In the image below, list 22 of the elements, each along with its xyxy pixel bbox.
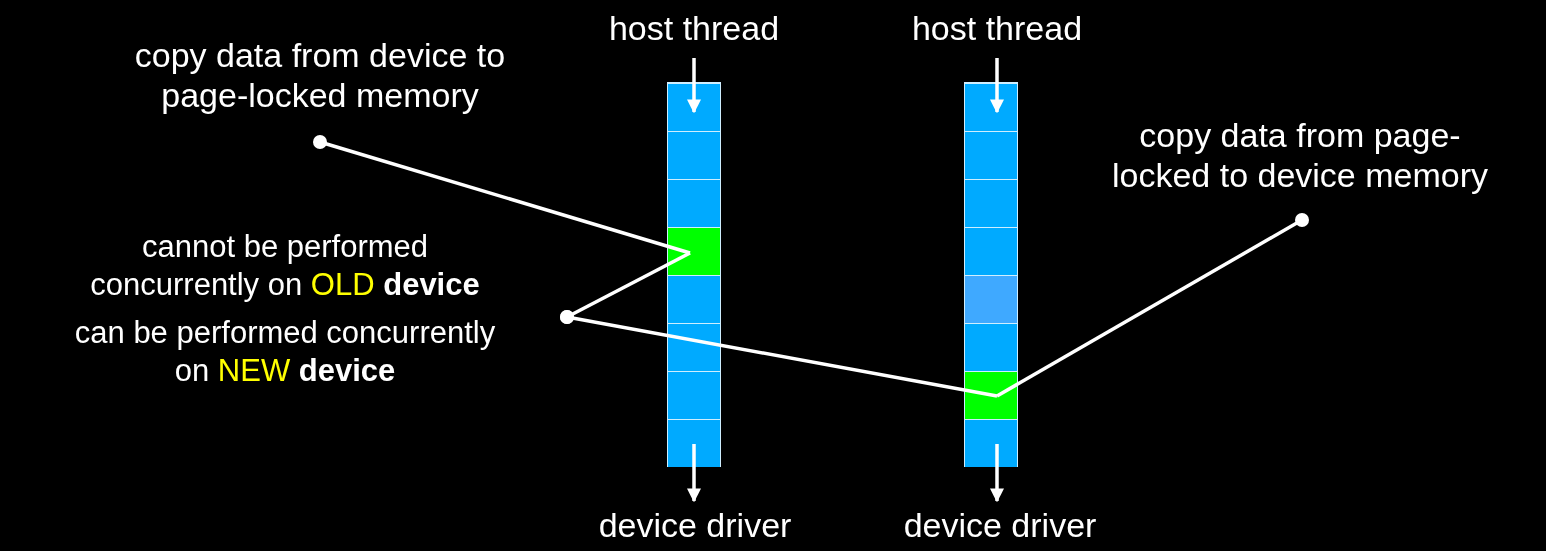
- leader-line: [996, 213, 1309, 398]
- caption-text: copy data from page-locked to device memory: [1092, 115, 1508, 199]
- leader-line: [313, 135, 691, 255]
- memory-slot: [965, 419, 1017, 467]
- slot-column: [964, 82, 1018, 467]
- caption-text: device driver: [865, 505, 1135, 549]
- slot-column: [667, 82, 721, 467]
- arrow: [687, 444, 701, 503]
- memory-slot: [965, 275, 1017, 323]
- caption-text: host thread: [877, 8, 1117, 50]
- caption-text: host thread: [574, 8, 814, 50]
- memory-slot: [965, 371, 1017, 419]
- note-text: can be performed concurrently on NEW device: [73, 314, 497, 390]
- memory-slot: [668, 227, 720, 275]
- arrow: [687, 58, 701, 114]
- caption-text: device driver: [560, 505, 830, 549]
- caption-text: copy data from device to page-locked memory: [132, 35, 508, 119]
- arrow: [990, 444, 1004, 503]
- arrow: [990, 58, 1004, 114]
- note-text: cannot be performed concurrently on OLD device: [89, 228, 481, 304]
- leader-line: [560, 310, 998, 398]
- memory-slot: [668, 419, 720, 467]
